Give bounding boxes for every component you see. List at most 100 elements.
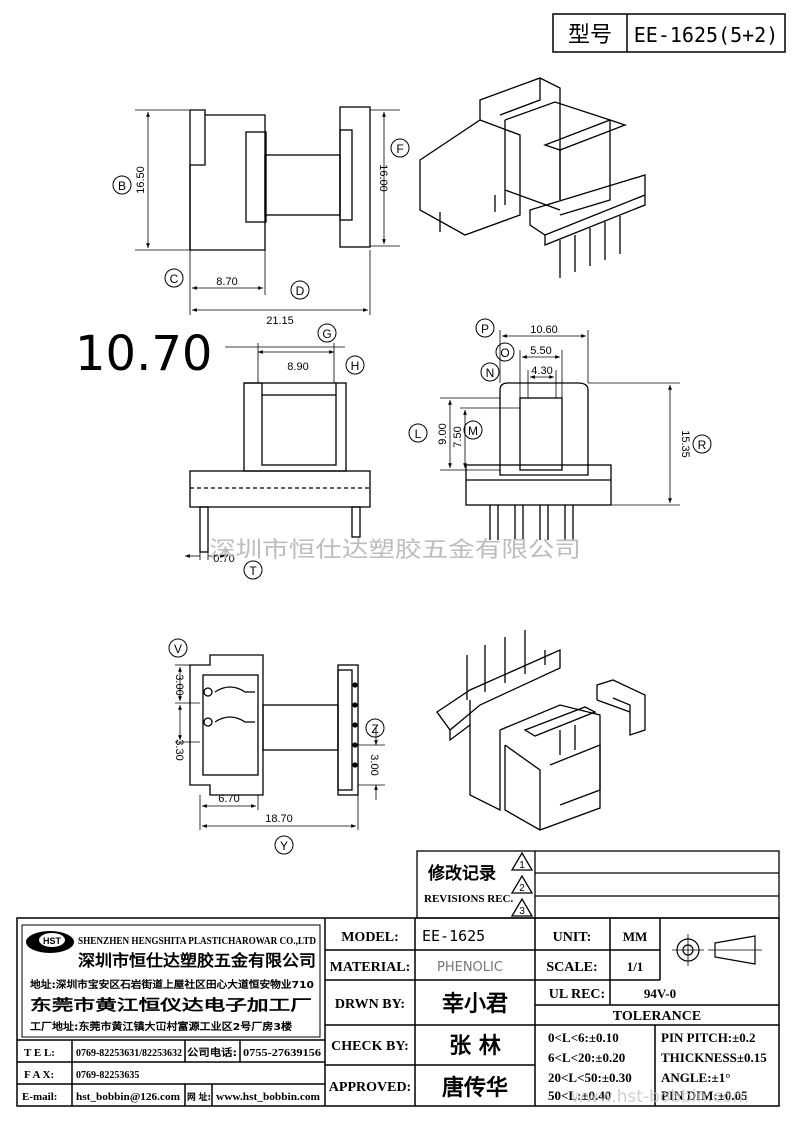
tolerance-label: TOLERANCE [613,1009,701,1024]
callout-p: P [481,322,489,336]
type-label: 型号 [568,23,612,48]
web-value: www.hst_bobbin.com [216,1092,321,1103]
fax-label: F A X: [24,1069,54,1081]
dim-r: 15.35 [679,430,691,458]
callout-f: F [396,142,403,156]
tolerance-row-2: 6<L<20:±0.20 [548,1050,625,1065]
check-label: CHECK BY: [331,1039,409,1054]
revisions-block [416,850,780,919]
callout-n: N [486,366,495,380]
check-value: 张 林 [449,1034,501,1059]
factory-name: 东莞市黄江恒仪达电子加工厂 [30,996,312,1014]
dim-l: 9.00 [437,423,449,444]
callout-c: C [170,272,179,286]
model-value: EE-1625 [422,927,485,945]
watermark-bottom: www.hst-bobbin.com [571,1087,749,1107]
phone-value: 0755-27639156 [243,1048,321,1059]
revision-mark-1: 1 [519,860,525,871]
fax-value: 0769-82253635 [76,1070,139,1081]
spec-labels: MODEL: MATERIAL: DRWN BY: CHECK BY: APPR… [329,930,701,1095]
dim-v2: 3.30 [173,739,185,760]
tolerance-row-4: 50<L:±0.40 [548,1088,611,1103]
ul-label: UL REC: [549,987,605,1002]
callout-m: M [468,424,478,438]
watermark-center: 深圳市恒仕达塑胶五金有限公司 [209,538,581,563]
front-labels: 16.50 16.00 8.70 21.15 B F C D [112,138,410,327]
bottom-labels: 3.00 3.30 3.00 6.70 18.70 V Z Y [168,638,385,855]
big-dimension: 10.70 [75,326,212,382]
drawn-value: 幸小君 [442,991,508,1017]
revisions-text: 修改记录 REVISIONS REC. 1 2 3 [424,860,525,917]
header-box: 型号 EE-1625(5+2) [552,13,786,53]
scale-value: 1/1 [627,959,644,974]
tolerance-row-1: 0<L<6:±0.10 [548,1030,619,1045]
company-logo: HST [26,931,74,953]
tolerance-values: 0<L<6:±0.10 6<L<20:±0.20 20<L<50:±0.30 5… [548,1030,767,1103]
projection-symbol-icon [672,934,762,966]
pin-pitch: PIN PITCH:±0.2 [661,1030,756,1045]
dim-n: 4.30 [531,365,552,377]
dim-m: 7.50 [452,426,464,447]
company-name-cn: 深圳市恒仕达塑胶五金有限公司 [78,951,316,970]
dim-t: 0.70 [213,553,234,565]
revision-mark-3: 3 [519,906,525,917]
scale-label: SCALE: [546,960,597,975]
pin-dim: PIN DIM:±0.05 [661,1088,748,1103]
email-label: E-mail: [22,1091,57,1103]
email-value: hst_bobbin@126.com [76,1092,181,1103]
dim-p: 10.60 [530,324,558,336]
front-dimensions [135,109,400,315]
unit-value: MM [623,929,648,944]
web-label: 网 址: [187,1091,211,1103]
front-view [189,106,371,251]
callout-o: O [500,346,509,360]
approved-value: 唐传华 [442,1075,508,1101]
dim-b: 16.50 [135,166,147,194]
side-dimensions [185,343,345,560]
company-address: 地址:深圳市宝安区石岩街道上屋社区田心大道恒安物业710 [30,978,314,991]
ul-value: 94V-0 [644,986,676,1001]
callout-h: H [351,359,360,373]
callout-l: L [415,427,422,441]
end-dimensions [440,330,680,506]
dim-o: 5.50 [530,345,551,357]
callout-r: R [698,438,707,452]
end-labels: 10.60 5.50 4.30 9.00 7.50 15.35 P O N L … [408,318,712,458]
svg-text:HST: HST [43,936,62,946]
dim-v1: 3.00 [173,674,185,695]
bottom-view [189,654,359,796]
company-info: SHENZHEN HENGSHITA PLASTICHAROWAR CO.,LT… [22,935,321,1103]
dim-z: 3.00 [368,754,380,775]
tel-label: T E L: [24,1047,55,1059]
tel-value: 0769-82253631/82253632 [76,1048,182,1059]
dim-6-70: 6.70 [218,793,239,805]
model-code: EE-1625(5+2) [634,23,779,47]
callout-v: V [174,642,182,656]
thickness: THICKNESS±0.15 [661,1050,767,1065]
callout-y: Y [280,839,288,853]
tolerance-row-3: 20<L<50:±0.30 [548,1070,632,1085]
revision-mark-2: 2 [519,883,525,894]
factory-address: 工厂地址:东莞市黄江镇大冚村富源工业区2号厂房3楼 [30,1020,292,1033]
callout-d: D [296,284,305,298]
bottom-dimensions [175,664,385,830]
revisions-title-en: REVISIONS REC. [424,893,513,905]
company-name-en: SHENZHEN HENGSHITA PLASTICHAROWAR CO.,LT… [78,935,316,947]
unit-label: UNIT: [553,930,592,945]
phone-label: 公司电话: [187,1046,237,1059]
approved-label: APPROVED: [329,1080,411,1095]
callout-z: Z [371,722,378,736]
dim-d: 21.15 [266,315,294,327]
side-view [189,382,371,553]
dim-c: 8.70 [216,276,237,288]
callout-t: T [249,564,257,578]
material-label: MATERIAL: [330,960,411,975]
callout-g: G [322,327,331,341]
drawn-label: DRWN BY: [335,997,405,1012]
revisions-title-cn: 修改记录 [427,863,496,884]
callout-b: B [118,179,126,193]
spec-values: EE-1625 PHENOLIC 幸小君 张 林 唐传华 MM 1/1 94V-… [422,927,676,1101]
material-value: PHENOLIC [437,960,503,975]
iso-view-top [419,77,646,278]
